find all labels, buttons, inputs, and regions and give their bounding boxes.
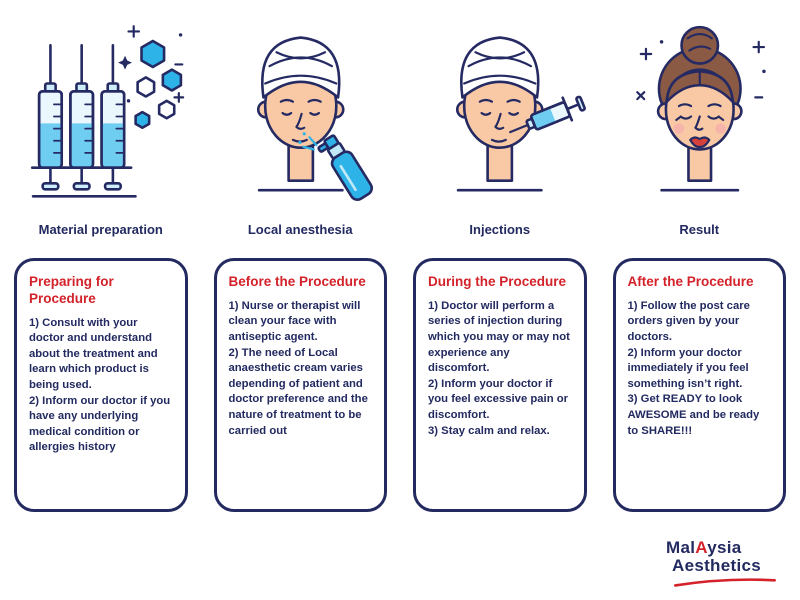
card-heading: During the Procedure [428,274,567,289]
logo-line2: Aesthetics [672,556,761,576]
card-item: 2) Inform your doctor immediately if you… [627,346,749,390]
card-heading: After the Procedure [627,274,754,289]
step-label: Local anesthesia [247,222,353,237]
anesthesia-face-icon [256,36,373,201]
step-column-local-anesthesia: Local anesthesia Before the Procedure 1)… [213,6,388,512]
card-preparing-for-procedure: Preparing for Procedure 1) Consult with … [14,258,188,512]
logo-line1: MalAysia [666,539,784,557]
card-after-the-procedure: After the Procedure 1) Follow the post c… [612,258,786,512]
card-item: 1) Doctor will perform a series of injec… [428,299,570,375]
step-column-material-preparation: Material preparation Preparing for Proce… [14,6,188,512]
logo-part2: ysia [707,538,742,558]
step-label: Material preparation [38,222,163,237]
card-during-the-procedure: During the Procedure 1) Doctor will perf… [413,258,587,512]
steps-grid: Material preparation Preparing for Proce… [14,6,786,512]
syringes-icon [30,25,185,198]
card-heading: Before the Procedure [228,274,366,289]
step-label: Injections [469,222,531,237]
card-item: 1) Consult with your doctor and understa… [29,316,158,392]
injection-illustration [413,6,587,220]
step-label: Result [679,222,720,237]
card-item: 1) Follow the post care orders given by … [627,299,750,344]
logo-part1: Mal [666,538,696,558]
logo-accent-letter: A [695,538,708,558]
card-item: 3) Stay calm and relax. [428,424,550,437]
injection-face-icon [455,36,586,192]
step-column-result: Result After the Procedure 1) Follow the… [612,6,787,512]
logo-swoosh-icon [673,578,776,587]
result-illustration [613,6,787,220]
result-face-icon [635,25,766,192]
card-before-the-procedure: Before the Procedure 1) Nurse or therapi… [213,258,387,512]
brand-logo: MalAysia Aesthetics [666,539,784,588]
card-heading: Preparing for Procedure [29,274,114,306]
card-item: 2) The need of Local anaesthetic cream v… [228,346,368,437]
card-item: 1) Nurse or therapist will clean your fa… [228,299,361,344]
card-item: 2) Inform your doctor if you feel excess… [428,377,569,421]
local-anesthesia-illustration [214,6,388,220]
card-item: 2) Inform our doctor if you have any und… [29,394,171,454]
card-item: 3) Get READY to look AWESOME and be read… [627,393,760,437]
step-column-injections: Injections During the Procedure 1) Docto… [413,6,587,512]
syringes-illustration [14,6,188,220]
